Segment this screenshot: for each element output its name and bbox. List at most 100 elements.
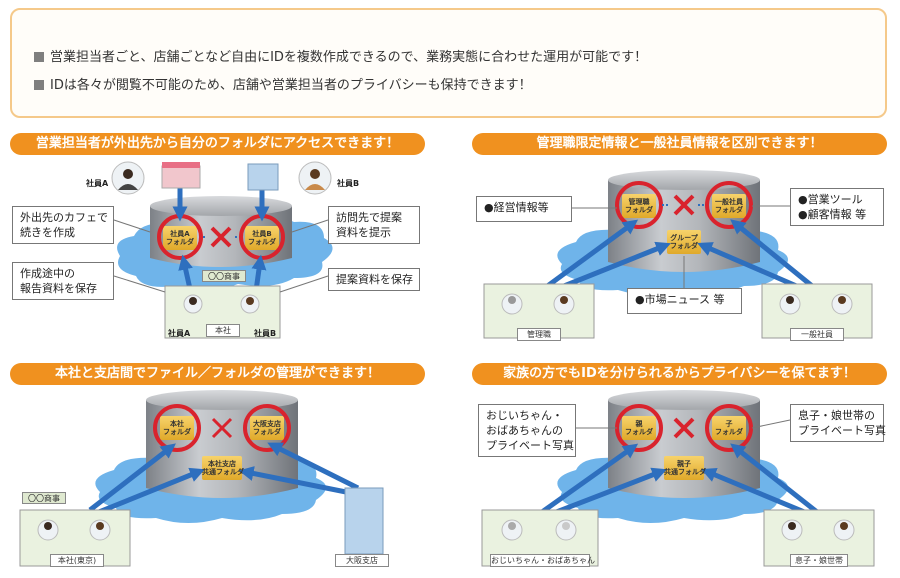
company-sign: 〇〇商事 [202,270,246,282]
server-cylinder-top [146,390,298,410]
notice-line-1: 営業担当者ごと、店舗ごとなど自由にIDを複数作成できるので、業務実態に合わせた運… [34,46,647,65]
folder-parent-label: 親フォルダ [625,420,653,436]
callout-connector [291,219,329,233]
branch-caption: 大阪支店 [335,554,389,567]
branch-building-icon [344,487,384,555]
person-b-label: 社員B [337,179,360,188]
callout-market-news: ●市場ニュース 等 [627,288,742,314]
access-arrow [730,219,819,292]
person-head [310,169,320,179]
access-arrow [93,467,205,517]
panel-3: 本社フォルダ 大阪支店フォルダ 本社支店共通フォルダ 〇〇商事 本社(東京) 大… [10,388,425,576]
office-caption: 本社 [206,324,240,337]
cafe-awning [162,162,200,168]
restricted-circle-icon [705,181,753,229]
cross-icon [211,417,233,439]
panel-4: 親フォルダ 子フォルダ 親子共通フォルダ おじいちゃん・おばあちゃんのプライベー… [472,388,887,576]
folder-general-label: 一般社員フォルダ [715,198,743,214]
bullet-square-icon [34,80,44,90]
person-head [44,522,52,530]
folder-icon [160,416,194,440]
panel-3-title: 本社と支店間でファイル／フォルダの管理ができます！ [10,363,425,385]
access-arrow [730,443,819,514]
children-caption: 息子・娘世帯 [790,554,848,567]
person-head [786,296,794,304]
person-head [788,522,796,530]
folder-shared-label: 本社支店共通フォルダ [202,460,244,476]
callout-report: 作成途中の報告資料を保存 [12,262,114,300]
office-person-b: 社員B [254,329,277,338]
callout-connector [751,419,791,429]
folder-group-label: グループフォルダ [670,234,698,250]
person-head [840,522,848,530]
cross-icon [673,194,695,216]
server-cylinder-top [608,170,760,190]
callout-children-photos: 息子・娘世帯のプライベート写真 [790,404,886,442]
panel-3-illustration [19,390,384,567]
office-building-icon [247,163,279,191]
person-head [189,297,197,305]
callout-cafe: 外出先のカフェで続きを作成 [12,206,114,244]
callout-management-info: ●経営情報等 [476,196,572,222]
server-cylinder-top [608,390,760,410]
folder-manager-label: 管理職フォルダ [625,198,653,214]
callout-connector [113,219,151,233]
folder-child-label: 子フォルダ [715,420,743,436]
restricted-circle-icon [153,404,201,452]
person-head [96,522,104,530]
folder-icon [202,456,242,480]
folder-icon [664,456,704,480]
staff-caption: 一般社員 [790,328,844,341]
person-head [508,296,516,304]
panel-2-title: 管理職限定情報と一般社員情報を区別できます！ [472,133,887,155]
access-arrow [238,466,357,497]
callout-connector [279,275,329,293]
callout-connector [113,275,166,293]
person-a-label: 社員A [86,179,109,188]
person-head [123,169,133,179]
server-cylinder-top [150,196,292,216]
manager-caption: 管理職 [517,328,561,341]
notice-box: 営業担当者ごと、店舗ごとなど自由にIDを複数作成できるので、業務実態に合わせた運… [10,8,887,118]
access-arrow [88,443,176,512]
access-arrow [540,443,639,515]
cross-icon [673,417,695,439]
office-person-a: 社員A [168,329,191,338]
folder-icon [712,194,746,218]
notice-text-1: 営業担当者ごと、店舗ごとなど自由にIDを複数作成できるので、業務実態に合わせた運… [50,50,648,65]
folder-icon [622,416,656,440]
panel-1-title: 営業担当者が外出先から自分のフォルダにアクセスできます！ [10,133,425,155]
folder-icon [712,416,746,440]
person-head [838,296,846,304]
folder-shared-label: 親子共通フォルダ [664,460,706,476]
restricted-circle-icon [615,181,663,229]
person-head [508,522,516,530]
company-sign: 〇〇商事 [22,492,66,504]
folder-hq-label: 本社フォルダ [163,420,191,436]
office-box [164,285,281,339]
callout-sales-tools: ●営業ツール●顧客情報 等 [790,188,884,226]
person-head [246,297,254,305]
folder-icon [622,194,656,218]
callout-grandparents-photos: おじいちゃん・おばあちゃんのプライベート写真 [478,404,576,457]
panel-4-illustration [481,390,875,567]
bullet-square-icon [34,52,44,62]
callout-present: 訪問先で提案資料を提示 [328,206,420,244]
folder-icon [245,226,279,250]
panel-2-illustration [483,170,873,339]
panel-1-illustration [111,161,333,339]
hq-caption: 本社(東京) [50,554,104,567]
hq-box [19,509,131,567]
folder-osaka-label: 大阪支店フォルダ [253,420,281,436]
restricted-circle-icon [243,404,291,452]
notice-line-2: IDは各々が閲覧不可能のため、店舗や営業担当者のプライバシーも保持できます！ [34,74,532,93]
person-body [305,184,325,190]
person-head [560,296,568,304]
cafe-icon [161,165,201,189]
cross-icon [210,226,232,248]
access-arrow [540,219,639,293]
grandparents-caption: おじいちゃん・おばあちゃん [490,554,595,567]
callout-save: 提案資料を保存 [328,268,420,291]
